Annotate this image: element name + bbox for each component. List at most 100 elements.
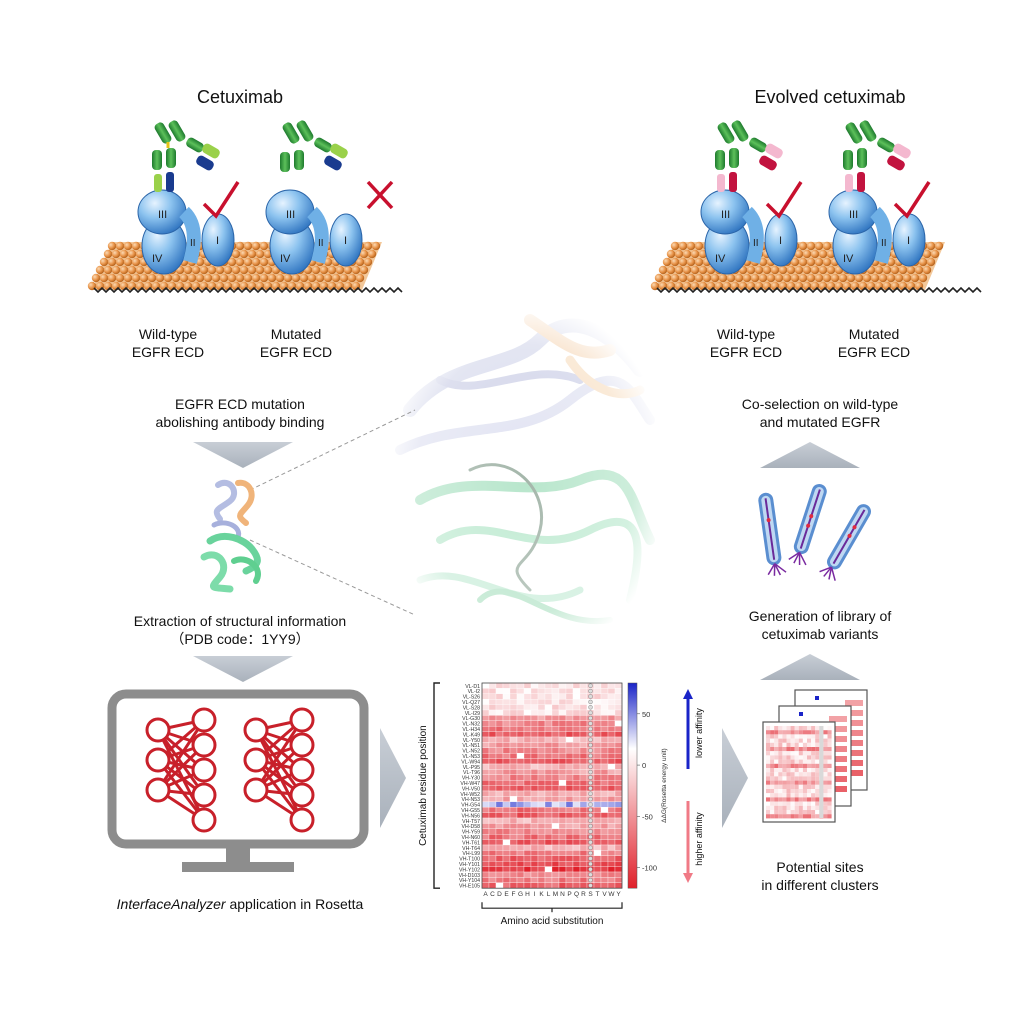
- heatmap-cell: [565, 731, 574, 738]
- right-arrow-1: [380, 728, 406, 828]
- wildtype-marker: [588, 780, 593, 786]
- heatmap-cell: [593, 861, 602, 867]
- heatmap-cell: [551, 785, 560, 792]
- heatmap-cell: [572, 839, 581, 846]
- column-label: K: [539, 891, 544, 898]
- row-label: VL-K49: [463, 732, 480, 738]
- heatmap-cell: [593, 882, 602, 889]
- heatmap-cell: [537, 855, 546, 862]
- heatmap-cell: [495, 882, 504, 889]
- heatmap-cell: [537, 699, 546, 705]
- heatmap-cell: [488, 828, 497, 835]
- heatmap-cell: [565, 736, 574, 743]
- heatmap-cell: [593, 682, 602, 689]
- heatmap-cell: [600, 871, 609, 878]
- column-label: E: [504, 891, 509, 898]
- column-label: S: [588, 891, 593, 898]
- heatmap-cell: [537, 709, 546, 716]
- heatmap-cell: [488, 704, 497, 711]
- heatmap-cell: [523, 780, 532, 786]
- heatmap-cell: [495, 720, 504, 727]
- heatmap-cell: [607, 812, 616, 819]
- heatmap-cell: [530, 774, 539, 781]
- heatmap-cell: [544, 823, 553, 829]
- heatmap-cell: [600, 769, 609, 775]
- heatmap-cell: [509, 758, 518, 765]
- heatmap-cell: [544, 812, 553, 819]
- heatmap-cell: [509, 834, 518, 840]
- heatmap-cell: [516, 753, 525, 759]
- heatmap-cell: [537, 688, 546, 694]
- heatmap-cell: [551, 866, 560, 873]
- heatmap-cell: [565, 780, 574, 786]
- wildtype-marker: [588, 683, 593, 688]
- svg-text:III: III: [158, 209, 167, 221]
- column-label: D: [497, 891, 502, 898]
- heatmap-cell: [558, 753, 567, 759]
- heatmap-cell: [509, 704, 518, 711]
- heatmap-cell: [502, 834, 511, 840]
- left-schematic: III II I IV III II I IV: [87, 120, 403, 294]
- heatmap-cell: [537, 715, 546, 721]
- heatmap-cell: [488, 844, 497, 851]
- heatmap-cell: [572, 785, 581, 792]
- heatmap-cell: [502, 769, 511, 775]
- wildtype-marker: [588, 834, 593, 840]
- heatmap-cell: [614, 834, 623, 840]
- heatmap-cell: [579, 812, 588, 819]
- heatmap-cell: [481, 823, 490, 829]
- row-label: VH-E105: [459, 884, 480, 890]
- heatmap-cell: [481, 709, 490, 716]
- heatmap-cell: [565, 769, 574, 775]
- heatmap-cell: [600, 812, 609, 819]
- heatmap-cell: [488, 871, 497, 878]
- heatmap-cell: [516, 882, 525, 889]
- heatmap-cell: [593, 877, 602, 883]
- heatmap-cell: [544, 796, 553, 802]
- heatmap-cell: [516, 877, 525, 883]
- heatmap-cell: [572, 844, 581, 851]
- heatmap-cell: [495, 823, 504, 829]
- heatmap-cell: [488, 726, 497, 732]
- heatmap-cell: [593, 720, 602, 727]
- row-label: VL-N53: [462, 754, 480, 760]
- heatmap-cell: [516, 742, 525, 748]
- row-label: VL-S26: [463, 695, 480, 701]
- heatmap-cell: [600, 823, 609, 829]
- heatmap-cell: [481, 747, 490, 754]
- heatmap-cell: [495, 736, 504, 743]
- heatmap-cell: [544, 731, 553, 738]
- heatmap-cell: [544, 704, 553, 711]
- heatmap-cell: [495, 699, 504, 705]
- heatmap-cell: [481, 704, 490, 711]
- heatmap-cell: [572, 790, 581, 797]
- svg-text:II: II: [753, 238, 759, 249]
- heatmap-cell: [551, 774, 560, 781]
- extraction-step-label: Extraction of structural information（PDB…: [133, 613, 347, 647]
- heatmap-cell: [509, 742, 518, 748]
- heatmap-cell: [509, 801, 518, 808]
- heatmap-cell: [614, 861, 623, 867]
- heatmap-cell: [495, 682, 504, 689]
- column-label: Y: [616, 891, 621, 898]
- heatmap-cell: [509, 715, 518, 721]
- heatmap-cell: [488, 801, 497, 808]
- heatmap-cell: [495, 834, 504, 840]
- heatmap-cell: [516, 861, 525, 867]
- heatmap-cell: [523, 688, 532, 694]
- heatmap-cell: [509, 796, 518, 802]
- wildtype-marker: [588, 796, 593, 802]
- heatmap-cell: [495, 844, 504, 851]
- column-label: V: [602, 891, 607, 898]
- heatmap-cell: [579, 753, 588, 759]
- heatmap-cell: [488, 882, 497, 889]
- heatmap-cell: [607, 693, 616, 700]
- heatmap-cell: [523, 796, 532, 802]
- heatmap-cell: [565, 877, 574, 883]
- heatmap-cell: [579, 796, 588, 802]
- heatmap-cell: [537, 682, 546, 689]
- heatmap-cell: [509, 699, 518, 705]
- heatmap-cell: [537, 742, 546, 748]
- heatmap-cell: [607, 758, 616, 765]
- heatmap-cell: [523, 855, 532, 862]
